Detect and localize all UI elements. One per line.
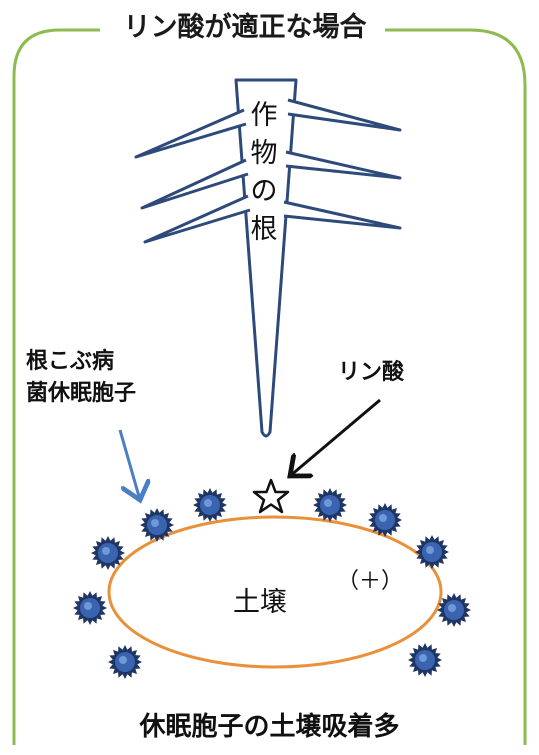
root-hairs-left [134, 108, 251, 244]
spore-label-line1: 根こぶ病 [26, 349, 115, 374]
spore-icon [437, 593, 471, 627]
soil-label: 土壌 [233, 587, 287, 618]
charge-label: （＋） [337, 569, 404, 594]
spore-icon [91, 536, 125, 570]
root-label-3: の [250, 176, 278, 207]
spore-icon [368, 503, 402, 537]
crop-root [234, 78, 298, 438]
spore-icon [193, 488, 227, 522]
phosphate-pointer-arrow [290, 398, 381, 476]
root-label-4: 根 [250, 214, 278, 245]
spore-label: 根こぶ病 菌休眠胞子 [26, 346, 136, 410]
spore-icon [140, 508, 174, 542]
footer-caption: 休眠胞子の土壌吸着多 [139, 712, 400, 742]
spore-icon [415, 535, 449, 569]
spore-label-line2: 菌休眠胞子 [26, 381, 137, 406]
star-icon [252, 478, 290, 514]
spore-icon [313, 488, 347, 522]
frame-border [12, 28, 527, 745]
resting-spores [73, 488, 471, 679]
diagram-title: リン酸が適正な場合 [105, 8, 385, 48]
root-hairs-right [283, 98, 402, 230]
spore-icon [408, 643, 442, 677]
root-label-1: 作 [250, 100, 278, 131]
root-label-2: 物 [250, 138, 278, 169]
spore-icon [73, 591, 107, 625]
phosphate-label: リン酸 [338, 360, 405, 385]
soil-particle [107, 515, 443, 669]
spore-icon [108, 645, 142, 679]
spore-pointer-arrow [118, 429, 140, 500]
